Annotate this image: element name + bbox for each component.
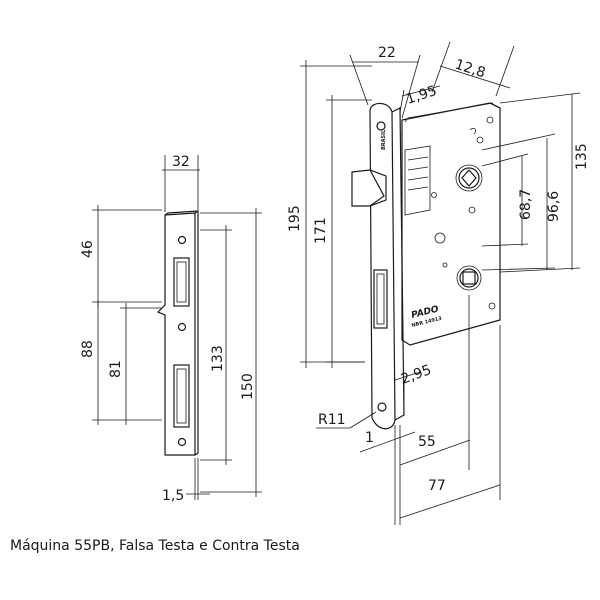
faceplate-screw-top <box>376 121 386 131</box>
dim-77: 77 <box>428 478 446 494</box>
dim-46: 46 <box>80 240 96 258</box>
dim-195: 195 <box>287 205 303 232</box>
dim-81: 81 <box>108 360 124 378</box>
dim-133: 133 <box>210 345 226 372</box>
deadbolt-slot <box>373 269 388 329</box>
screw-hole-mid <box>177 322 187 332</box>
dim-171: 171 <box>313 217 329 244</box>
dim-55: 55 <box>418 434 436 450</box>
dim-1: 1 <box>365 430 374 446</box>
bolt-slot <box>173 364 190 428</box>
dim-88: 88 <box>80 340 96 358</box>
dim-1-5: 1,5 <box>162 488 184 504</box>
screw-hole-top <box>177 235 187 245</box>
latch-tongue <box>351 169 387 207</box>
dim-r11: R11 <box>318 412 346 428</box>
lock-body: BRASIL PADO NBR 14913 22 12,8 1,95 195 1… <box>287 41 590 525</box>
faceplate-screw-bottom <box>377 402 387 412</box>
latch-slot <box>173 257 190 307</box>
dim-135: 135 <box>574 143 590 170</box>
handle-spindle-hole <box>459 268 479 288</box>
dim-1-95: 1,95 <box>404 83 439 108</box>
faceplate-brand-text: BRASIL <box>381 129 387 150</box>
figure-caption: Máquina 55PB, Falsa Testa e Contra Testa <box>10 538 300 554</box>
dim-22: 22 <box>378 45 396 61</box>
dim-32: 32 <box>172 154 190 170</box>
dim-2-95: 2,95 <box>399 362 434 388</box>
dim-68-7: 68,7 <box>518 189 534 220</box>
cylinder-hole <box>458 167 480 189</box>
dim-12-8: 12,8 <box>453 57 488 82</box>
dim-96-6: 96,6 <box>546 191 562 222</box>
screw-hole-bottom <box>177 437 187 447</box>
strike-plate: 32 46 88 81 133 150 1,5 <box>80 154 262 504</box>
dim-150: 150 <box>240 373 256 400</box>
technical-drawing: 32 46 88 81 133 150 1,5 <box>80 41 590 525</box>
